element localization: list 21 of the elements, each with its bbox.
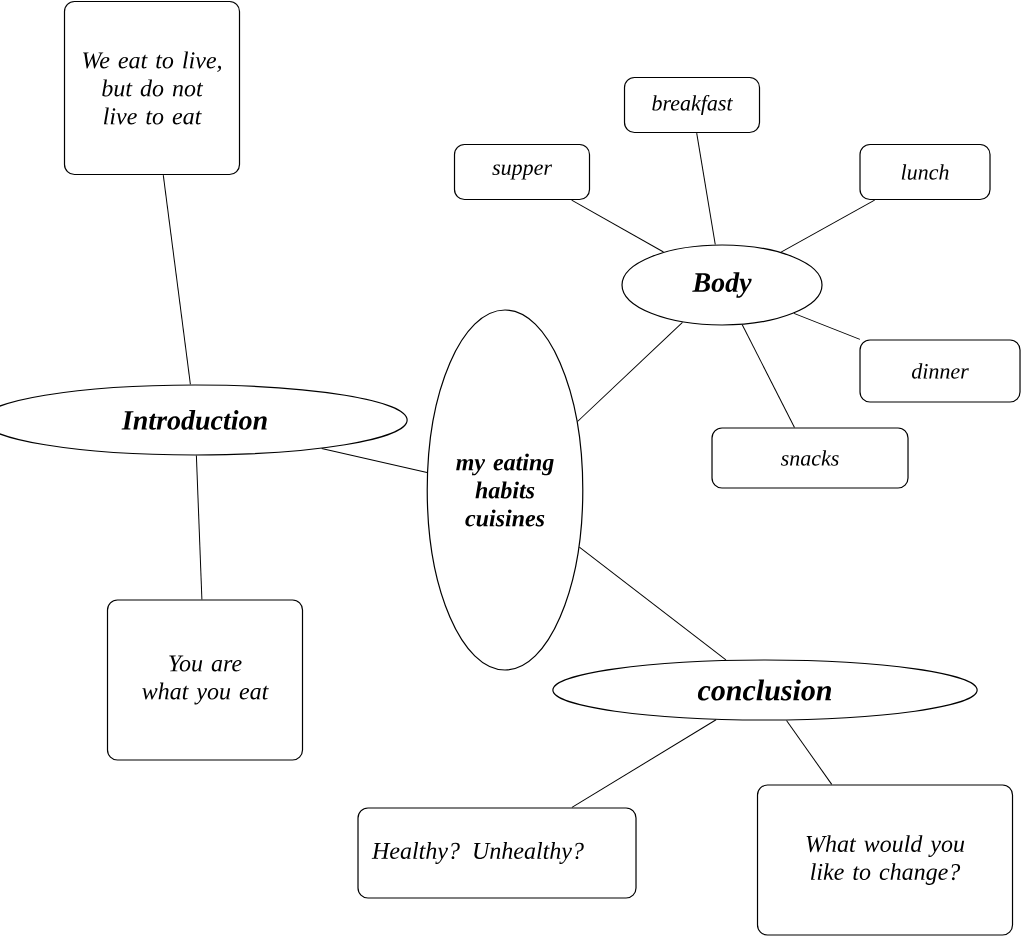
idea-box: We eat to live, but do not live to eat	[63, 0, 241, 176]
idea-box: You are what you eat	[106, 599, 304, 761]
connector-line	[696, 132, 716, 245]
connector-line	[578, 546, 727, 661]
idea-box: dinner	[859, 339, 1021, 403]
connector-line	[571, 199, 664, 253]
connector-line	[780, 199, 876, 253]
idea-box: breakfast	[623, 76, 761, 134]
idea-box: lunch	[859, 143, 991, 201]
connector-line	[793, 312, 861, 340]
connector-line	[162, 174, 191, 385]
idea-box: supper	[453, 143, 591, 201]
connector-line	[571, 719, 717, 808]
connector-line	[741, 324, 795, 428]
connector-line	[577, 321, 683, 422]
connector-line	[321, 448, 428, 473]
idea-box: Healthy? Unhealthy?	[357, 807, 637, 899]
connector-line	[786, 719, 833, 785]
connector-line	[195, 455, 203, 600]
idea-box: What would you like to change?	[756, 784, 1014, 936]
idea-box: snacks	[711, 427, 909, 489]
